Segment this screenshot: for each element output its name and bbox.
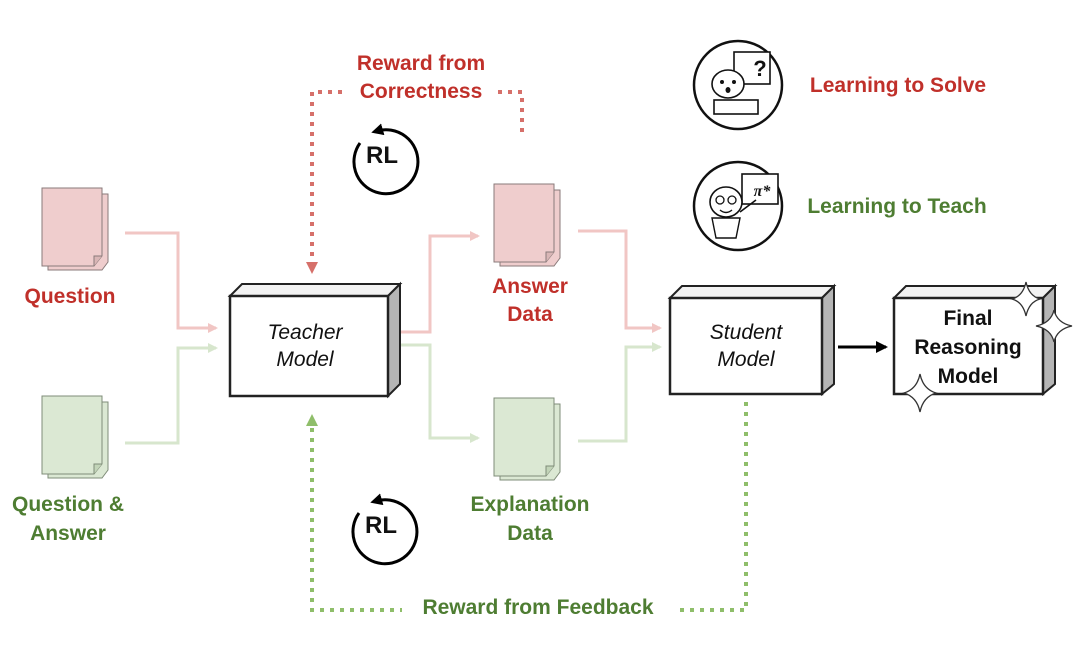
question-answer-label-line2: Answer [30, 522, 106, 545]
student-solving-icon: ? [692, 39, 784, 131]
legend-solve-label: Learning to Solve [810, 74, 986, 97]
qa-document-icon [41, 395, 109, 479]
explanation-data-label-line2: Data [507, 522, 553, 545]
question-document-icon [41, 187, 109, 271]
svg-text:π*: π* [754, 183, 772, 200]
reward-correctness-label-line1: Reward from [357, 52, 485, 75]
student-model-label-line2: Model [717, 348, 776, 371]
arrow-teacher-to-explanation [400, 343, 480, 443]
teacher-model-label-line2: Model [276, 348, 335, 371]
answer-document-icon [493, 183, 561, 267]
sparkle-icon [901, 373, 939, 413]
reward-correctness-label-line2: Correctness [360, 80, 483, 103]
question-label: Question [24, 285, 115, 308]
final-model-label-line2: Reasoning [914, 336, 1021, 359]
final-model-label-line3: Model [938, 365, 999, 388]
arrow-question-to-teacher [125, 231, 218, 333]
question-answer-label-line1: Question & [12, 493, 124, 516]
sparkle-icon [1035, 309, 1073, 343]
reward-feedback-loop [306, 402, 748, 612]
rl-cycle-icon-bottom [351, 493, 419, 566]
answer-data-label-line2: Data [507, 303, 553, 326]
arrow-teacher-to-answer [400, 231, 480, 334]
arrow-qa-to-teacher [125, 343, 218, 445]
svg-text:?: ? [753, 56, 766, 81]
rl-cycle-icon-top [352, 123, 420, 196]
legend-teach-label: Learning to Teach [807, 195, 986, 218]
student-model-label-line1: Student [710, 321, 784, 344]
arrow-explanation-to-student [578, 342, 662, 443]
teacher-model-box [227, 281, 403, 399]
teacher-model-label-line1: Teacher [267, 321, 343, 344]
reward-feedback-label: Reward from Feedback [422, 596, 653, 619]
answer-data-label-line1: Answer [492, 275, 568, 298]
teacher-pointing-icon: π* [692, 160, 784, 252]
rl-label-bottom: RL [365, 512, 397, 539]
explanation-data-label-line1: Explanation [470, 493, 589, 516]
arrow-answer-to-student [578, 229, 662, 333]
sparkle-icon [1009, 281, 1043, 317]
final-model-label-line1: Final [943, 307, 992, 330]
reward-correctness-loop [306, 90, 524, 274]
student-model-box [667, 283, 837, 397]
explanation-document-icon [493, 397, 561, 481]
rl-label-top: RL [366, 142, 398, 169]
